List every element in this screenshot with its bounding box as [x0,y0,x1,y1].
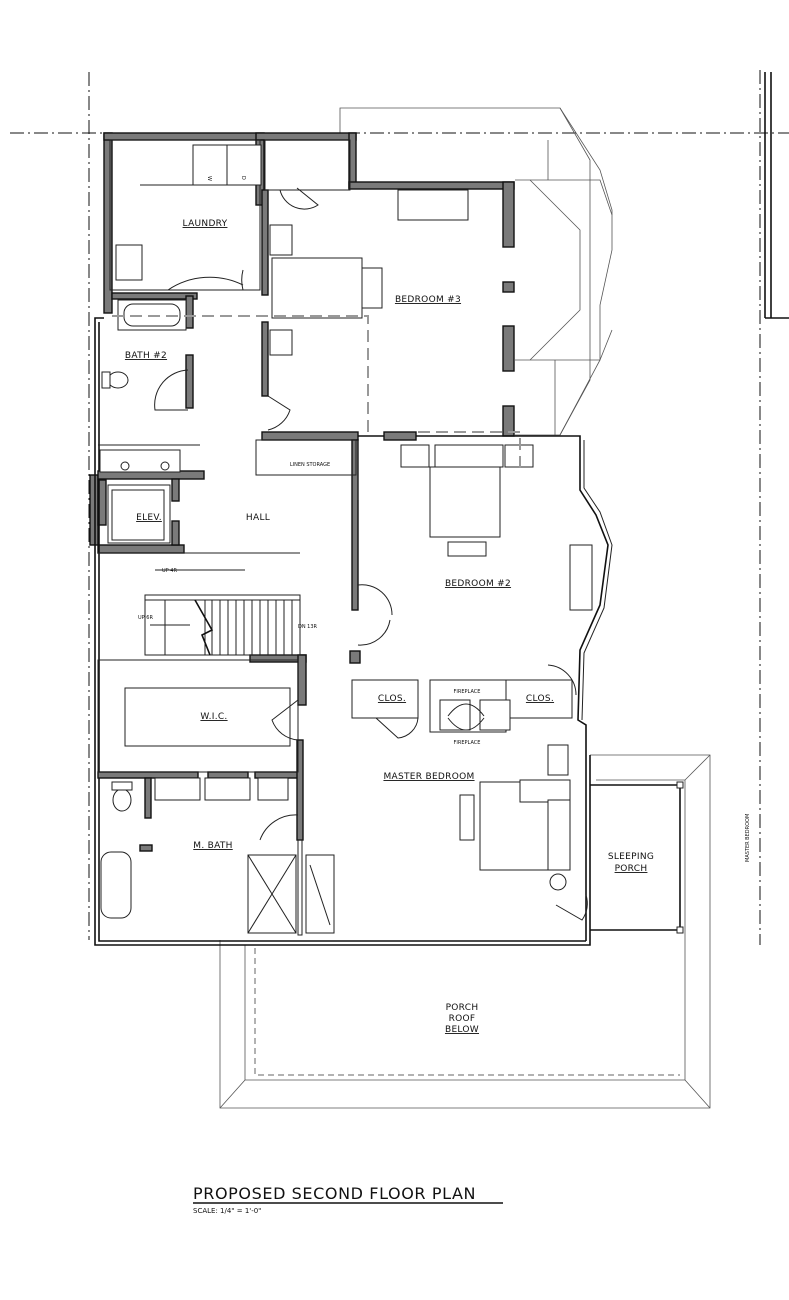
room-label-sleeping-porch-2: PORCH [615,864,648,874]
building-outline [94,317,613,946]
porch-roof-outline [219,754,711,1109]
drawing-title: PROPOSED SECOND FLOOR PLAN [193,1184,476,1203]
sleeping-porch-structure [590,781,684,934]
room-label-sleeping-porch-1: SLEEPING [608,852,654,862]
exterior-walls [89,132,515,554]
note-linen-storage: LINEN STORAGE [290,462,330,468]
room-label-master-bedroom: MASTER BEDROOM [383,772,474,782]
note-up-4r: UP 4R [162,568,177,574]
room-label-porch-roof-2: ROOF [449,1014,476,1024]
reference-lines [10,70,789,945]
room-label-closet-right: CLOS. [526,694,554,704]
drawing-scale: SCALE: 1/4" = 1'-0" [193,1207,261,1215]
room-label-bath-2: BATH #2 [125,351,167,361]
note-washer: W [206,176,212,181]
door-swings [154,187,588,921]
room-label-elevator: ELEV. [136,513,162,523]
room-label-closet-left: CLOS. [378,694,406,704]
roof-outline-right [339,107,613,436]
room-label-bedroom-3: BEDROOM #3 [395,295,461,305]
side-section-label: MASTER BEDROOM [745,814,751,862]
room-label-porch-roof-1: PORCH [446,1003,479,1013]
room-label-master-bath: M. BATH [193,841,232,851]
note-dryer: D [240,176,246,180]
staircase [144,569,301,656]
fixtures [99,144,593,934]
partitions [97,139,573,773]
note-fireplace-bottom: FIREPLACE [454,740,481,746]
overhead-lines [112,315,521,470]
room-label-hall: HALL [246,513,270,523]
note-fireplace-top: FIREPLACE [454,689,481,695]
room-label-porch-roof-3: BELOW [445,1025,479,1035]
note-up-6r: UP 6R [138,615,153,621]
room-label-walk-in-closet: W.I.C. [200,712,227,722]
room-label-bedroom-2: BEDROOM #2 [445,579,511,589]
room-label-laundry: LAUNDRY [183,219,228,229]
interior-walls [97,139,417,936]
note-dn-13r: DN 13R [298,624,318,630]
